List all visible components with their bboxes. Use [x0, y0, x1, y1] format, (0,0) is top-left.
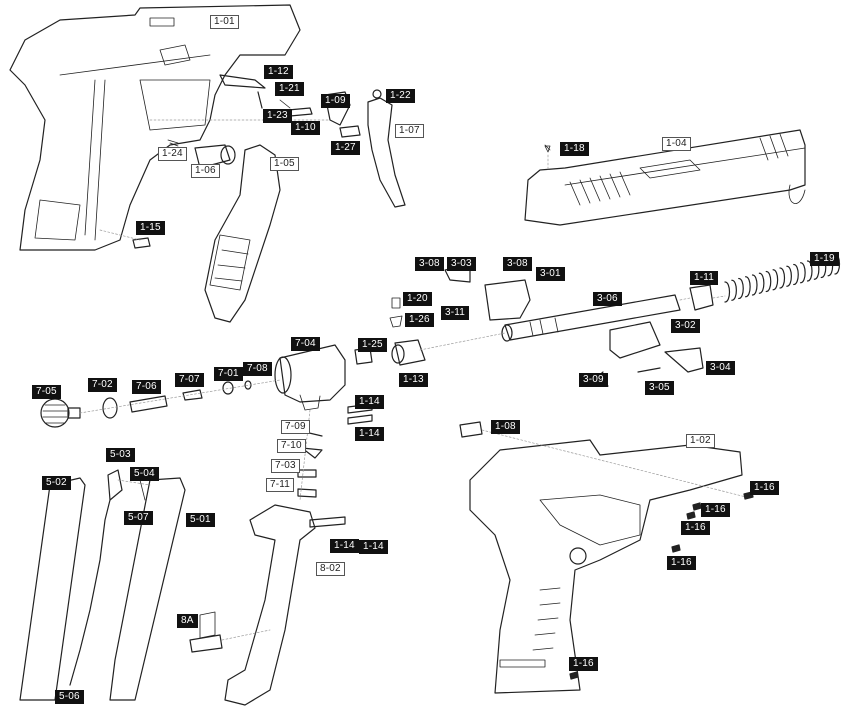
part-label-7-10: 7-10	[277, 439, 306, 453]
part-label-1-10: 1-10	[291, 121, 320, 135]
part-label-5-06: 5-06	[55, 690, 84, 704]
frame-left-half	[9, 4, 301, 251]
part-label-5-02: 5-02	[42, 476, 71, 490]
part-label-1-27: 1-27	[331, 141, 360, 155]
part-label-5-07: 5-07	[124, 511, 153, 525]
part-label-7-08: 7-08	[243, 362, 272, 376]
part-label-1-20: 1-20	[403, 292, 432, 306]
part-label-1-24: 1-24	[158, 147, 187, 161]
small-parts-frame	[132, 74, 406, 249]
part-label-1-14-b: 1-14	[355, 427, 384, 441]
part-label-1-15: 1-15	[136, 221, 165, 235]
part-label-1-26: 1-26	[405, 313, 434, 327]
part-label-3-02: 3-02	[671, 319, 700, 333]
part-label-5-04: 5-04	[130, 467, 159, 481]
part-label-3-03: 3-03	[447, 257, 476, 271]
part-label-1-21: 1-21	[275, 82, 304, 96]
part-label-1-16-d: 1-16	[667, 556, 696, 570]
part-label-1-16-e: 1-16	[569, 657, 598, 671]
part-label-1-13: 1-13	[399, 373, 428, 387]
part-label-1-14-a: 1-14	[355, 395, 384, 409]
part-label-7-06: 7-06	[132, 380, 161, 394]
valve-assembly-art	[40, 344, 373, 498]
part-label-7-04: 7-04	[291, 337, 320, 351]
part-label-1-16-b: 1-16	[701, 503, 730, 517]
part-label-1-16-a: 1-16	[750, 481, 779, 495]
part-label-1-11: 1-11	[690, 271, 719, 285]
part-label-1-08: 1-08	[491, 420, 520, 434]
part-label-1-25: 1-25	[358, 338, 387, 352]
part-label-3-11: 3-11	[441, 306, 470, 320]
part-label-1-07: 1-07	[395, 124, 424, 138]
part-label-1-19: 1-19	[810, 252, 839, 266]
part-label-1-22: 1-22	[386, 89, 415, 103]
part-label-1-01: 1-01	[210, 15, 239, 29]
part-label-7-11: 7-11	[266, 478, 295, 492]
part-label-1-16-c: 1-16	[681, 521, 710, 535]
part-label-5-01: 5-01	[186, 513, 215, 527]
part-label-1-12: 1-12	[264, 65, 293, 79]
part-label-8A: 8A	[177, 614, 198, 628]
part-label-3-09: 3-09	[579, 373, 608, 387]
slide-part	[524, 129, 806, 226]
part-label-7-05: 7-05	[32, 385, 61, 399]
part-label-7-09: 7-09	[281, 420, 310, 434]
part-label-3-04: 3-04	[706, 361, 735, 375]
assembly-guide-lines	[79, 119, 751, 641]
part-label-1-14-c: 1-14	[330, 539, 359, 553]
co2-holder-art	[189, 504, 346, 706]
part-label-1-14-d: 1-14	[359, 540, 388, 554]
part-label-1-09: 1-09	[321, 94, 350, 108]
frame-right-half	[459, 421, 743, 694]
part-label-8-02: 8-02	[316, 562, 345, 576]
part-label-1-18: 1-18	[560, 142, 589, 156]
part-label-7-02: 7-02	[88, 378, 117, 392]
part-label-3-06: 3-06	[593, 292, 622, 306]
part-label-1-04: 1-04	[662, 137, 691, 151]
magazine-art	[19, 469, 186, 701]
part-label-3-08-b: 3-08	[503, 257, 532, 271]
part-label-3-01: 3-01	[536, 267, 565, 281]
part-label-1-06: 1-06	[191, 164, 220, 178]
part-label-1-23: 1-23	[263, 109, 292, 123]
part-label-5-03: 5-03	[106, 448, 135, 462]
part-label-7-01: 7-01	[214, 367, 243, 381]
part-label-7-03: 7-03	[271, 459, 300, 473]
part-label-3-08-a: 3-08	[415, 257, 444, 271]
part-label-7-07: 7-07	[175, 373, 204, 387]
part-label-1-05: 1-05	[270, 157, 299, 171]
part-label-3-05: 3-05	[645, 381, 674, 395]
part-label-1-02: 1-02	[686, 434, 715, 448]
grip-part	[204, 144, 281, 323]
screws-1-16	[569, 491, 754, 680]
